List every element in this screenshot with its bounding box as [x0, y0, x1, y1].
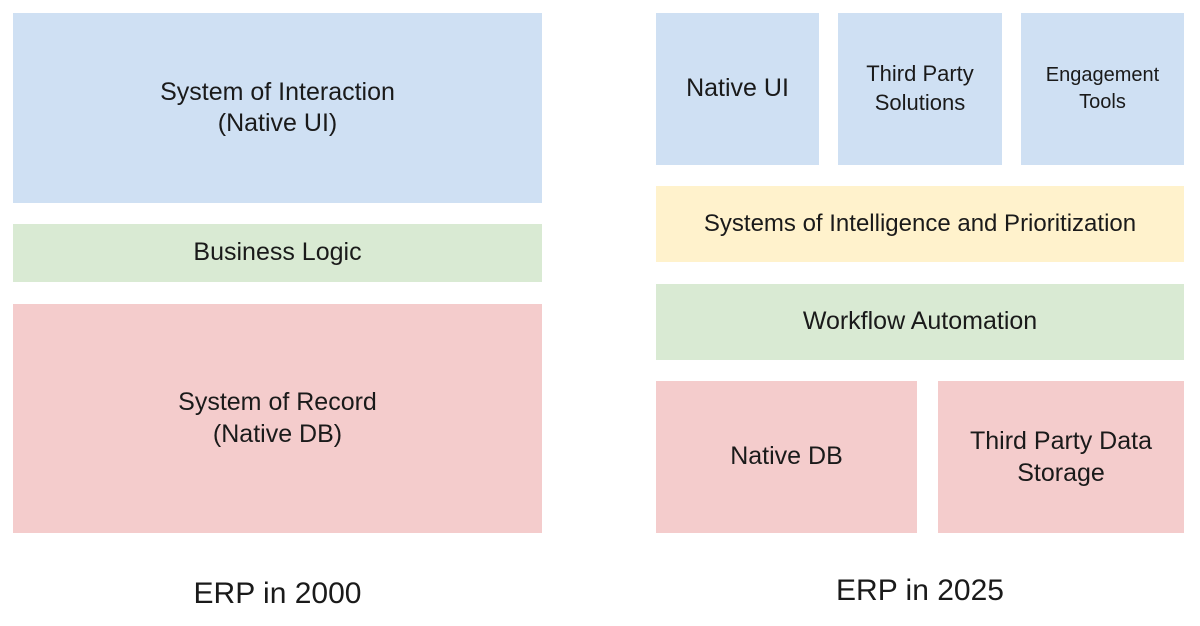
erp2025-third-party-solutions-block: Third Party Solutions	[838, 13, 1002, 165]
erp2025-third-party-storage-line1: Third Party Data	[969, 426, 1152, 455]
erp2025-native-db-label: Native DB	[730, 442, 843, 471]
erp2000-record-line2: (Native DB)	[212, 419, 343, 448]
erp2000-caption: ERP in 2000	[193, 577, 362, 610]
erp2025-caption: ERP in 2025	[836, 574, 1004, 607]
erp2025-third-party-storage-block: Third Party Data Storage	[938, 381, 1184, 533]
erp2000-interaction-line2: (Native UI)	[217, 109, 338, 137]
erp2025-third-party-solutions-line2: Solutions	[874, 90, 966, 115]
erp2025-intelligence-block: Systems of Intelligence and Prioritizati…	[656, 186, 1184, 262]
erp2025-native-ui-label: Native UI	[686, 74, 789, 103]
erp2025-engagement-tools-block: Engagement Tools	[1021, 13, 1184, 165]
erp2025-third-party-storage-line2: Storage	[1017, 459, 1105, 487]
erp2000-system-of-interaction-block: System of Interaction (Native UI)	[13, 13, 542, 203]
erp2025-native-ui-block: Native UI	[656, 13, 819, 165]
erp2025-workflow-automation-block: Workflow Automation	[656, 284, 1184, 360]
erp2000-business-logic-block: Business Logic	[13, 224, 542, 282]
erp2025-native-db-block: Native DB	[656, 381, 917, 533]
erp2000-record-line1: System of Record	[178, 388, 377, 417]
erp2000-interaction-line1: System of Interaction	[160, 77, 395, 106]
erp2025-engagement-tools-line2: Tools	[1079, 91, 1126, 113]
erp2000-system-of-record-block: System of Record (Native DB)	[13, 304, 542, 533]
erp2025-intelligence-label: Systems of Intelligence and Prioritizati…	[703, 210, 1137, 237]
erp2025-engagement-tools-line1: Engagement	[1045, 64, 1160, 86]
erp2025-third-party-solutions-line1: Third Party	[866, 61, 974, 87]
erp2025-workflow-label: Workflow Automation	[802, 307, 1038, 336]
erp2000-business-logic-label: Business Logic	[193, 238, 362, 267]
